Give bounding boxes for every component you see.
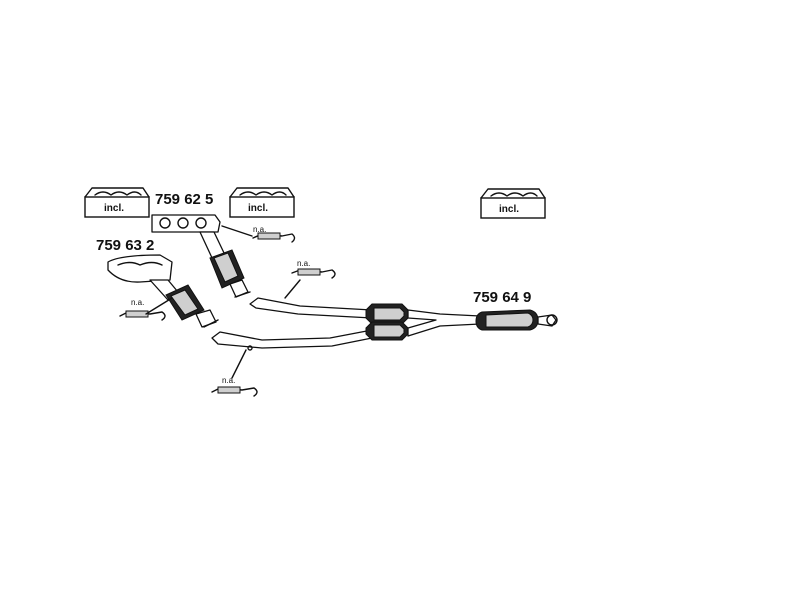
sensor-label-4: n.a.	[222, 376, 235, 385]
sensor-label-3: n.a.	[131, 298, 144, 307]
part-number-rear-system: 759 64 9	[473, 289, 531, 306]
kit-label-1: incl.	[104, 203, 124, 214]
rear-silencer[interactable]	[475, 309, 558, 331]
kit-label-2: incl.	[248, 203, 268, 214]
oxygen-sensor-2[interactable]: n.a.	[291, 259, 336, 279]
mounting-kit-box-1[interactable]: incl.	[84, 187, 150, 218]
oxygen-sensor-1[interactable]: n.a.	[252, 225, 296, 243]
part-number-manifold-rear: 759 63 2	[96, 237, 154, 254]
kit-label-3: incl.	[499, 204, 519, 215]
mounting-kit-box-2[interactable]: incl.	[229, 187, 295, 218]
oxygen-sensor-3[interactable]: n.a.	[119, 298, 166, 321]
front-pipe-assembly[interactable]	[211, 297, 481, 351]
oxygen-sensor-4[interactable]: n.a.	[211, 376, 258, 397]
part-number-manifold-front: 759 62 5	[155, 191, 213, 208]
sensor-label-2: n.a.	[297, 259, 310, 268]
sensor-label-1: n.a.	[253, 225, 266, 234]
leader-lines	[145, 225, 301, 379]
mounting-kit-box-3[interactable]: incl.	[480, 188, 546, 219]
exhaust-manifold-rear[interactable]	[107, 254, 219, 328]
exhaust-manifold-front[interactable]	[151, 214, 251, 298]
